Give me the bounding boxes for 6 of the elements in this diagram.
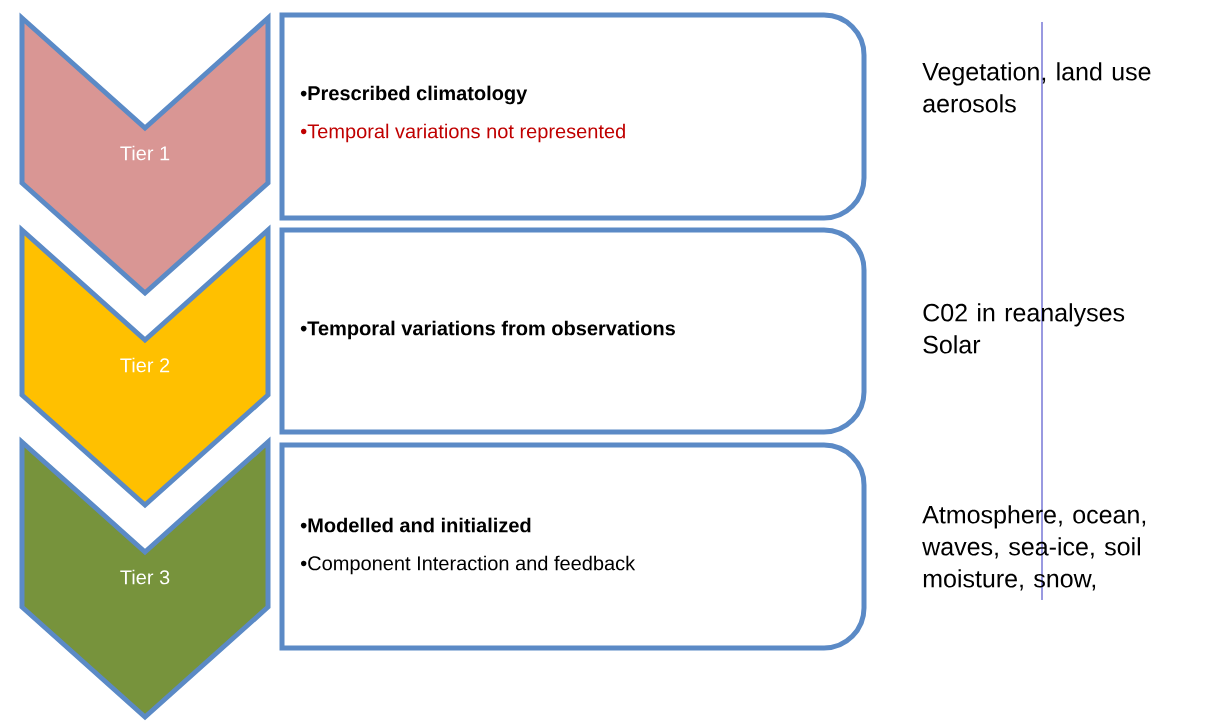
side-note: C02 in reanalyses Solar	[923, 303, 1125, 354]
text-box: •Modelled and initialized •Component Interaction and feedback	[279, 442, 867, 651]
text-box: •Temporal variations from observations	[279, 227, 867, 435]
text-box: •Prescribed climatology •Temporal variations not represented	[279, 12, 867, 221]
side-note: Vegetation, land use aerosols	[922, 62, 1151, 113]
side-note: Atmosphere, ocean, waves, sea-ice, soil moisture, snow,	[922, 505, 1146, 591]
